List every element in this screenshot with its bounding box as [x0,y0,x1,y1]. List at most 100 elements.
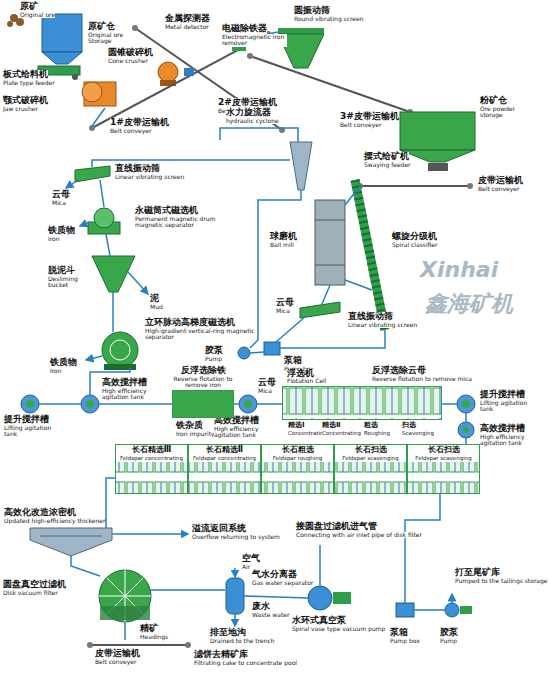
node-text: 浮选机Flotation Cell [287,369,326,385]
label-group: Xinhai [420,258,498,282]
label-group: 精选ⅡConcentrating [322,422,361,436]
english-label: Lifting agitation tank [4,425,60,438]
equipment-label: 胶泵 [440,628,458,638]
label-group: 溢流返回系统Overflow returning to system [192,524,280,540]
english-label: Waste water [252,612,289,619]
english-label: Spiral classifier [392,242,438,249]
english-label: Iron [50,368,62,375]
node-text: 反浮选除铁Reverse flotation to remove iron [163,366,243,389]
english-label: Headings [140,634,168,641]
node-subtitle: Flotation Cell [287,378,326,385]
english-label: Mica [52,200,66,207]
equipment-label: 滤饼去精矿库 [194,650,248,660]
node-title: 浮选机 [287,369,314,379]
equipment-label: 提升搅拌槽 [4,415,49,425]
equipment-label: 原矿仓 [88,22,115,32]
label-group: 废水Waste water [252,602,289,618]
label-group: 铁质物Iron [50,358,77,374]
flotation-bank: 浮选机Flotation Cell [282,386,442,420]
watermark: Xinhai [420,258,498,282]
node-subtitle: Feldspar concentrating [193,455,256,461]
equipment-label: 泵箱 [390,628,408,638]
label-group: 直线振动筛Linear vibrating screen [348,312,417,328]
label-group: 粗选Roughing [364,422,390,436]
english-label: Ore powder storage [480,106,535,119]
english-label: Electromagnetic iron remover [222,34,287,47]
english-label: Pump [440,638,457,645]
node-subtitle: Feldspar scavenging [415,455,471,461]
equipment-label: 提升搅拌槽 [480,390,525,400]
label-group: 粉矿仓Ore powder storage [480,96,535,119]
flotation-band: 长石粗选Feldspar roughing [261,444,334,494]
english-label: Belt conveyer [340,122,381,129]
english-label: High efficiency agitation tank [102,388,170,401]
equipment-label: 直线振动筛 [348,312,393,322]
english-label: Mud [150,304,163,311]
label-group: 板式给料机Plate type feeder [3,70,55,86]
label-group: 提升搅拌槽Lifting agitation tank [480,390,542,413]
english-label: Disk vacuum filter [3,590,58,597]
flotation-band: 长石扫选Feldspar scavenging [334,444,407,494]
label-group: 螺旋分级机Spiral classifier [392,232,438,248]
label-group: 圆盘真空过滤机Disk vacuum filter [3,580,63,596]
label-group: 皮带运输机Belt conveyer [95,649,140,665]
equipment-label: 粉矿仓 [480,96,507,106]
equipment-label: 排至地沟 [210,628,246,638]
flotation-band: 长石扫选Feldspar scavenging [407,444,480,494]
equipment-label: 皮带运输机 [478,176,523,186]
label-group: 金属探测器Metal detector [165,14,210,30]
english-label: Roughing [364,430,390,436]
label-group: 泥Mud [150,294,163,310]
flotation-box: 反浮选除铁Reverse flotation to remove iron [172,390,234,418]
english-label: Pump box [390,638,420,645]
node-text: 长石扫选Feldspar scavenging [408,446,479,461]
node-subtitle: Feldspar scavenging [342,455,398,461]
english-label: High-gradient vertical-ring magnetic sep… [145,328,255,341]
label-group: 高效搅拌槽High efficiency agitation tank [214,416,272,439]
english-label: Updated high-efficiency thickener [4,518,105,525]
label-group: 原矿Original ore [20,2,55,18]
equipment-label: 铁质物 [50,358,77,368]
label-group: 排至地沟Drained to the trench [210,628,275,644]
equipment-label: 永磁筒式磁选机 [135,206,198,216]
equipment-label: 泵箱 [284,356,302,366]
equipment-label: 高效化改造浓密机 [4,508,76,518]
equipment-label: 铁质物 [48,226,75,236]
english-label: High efficiency agitation tank [480,434,542,447]
node-text: 长石精选ⅡFeldspar concentrating [189,446,260,461]
english-label: Pumped to the tailings storage [455,578,548,585]
equipment-label: 金属探测器 [165,14,210,24]
equipment-label: 云母 [52,190,70,200]
english-label: Connecting with air inlet pipe of disk f… [296,532,422,539]
label-group: 1#皮带运输机Belt conveyer [110,118,169,134]
node-subtitle: Feldspar concentrating [120,455,183,461]
equipment-label: 高效搅拌槽 [102,378,147,388]
english-label: Plate type feeder [3,80,55,87]
english-label: Filtrating cake to concentrate pool [194,660,297,667]
equipment-label: 高效搅拌槽 [480,424,525,434]
label-group: 高效化改造浓密机Updated high-efficiency thickene… [4,508,105,524]
node-title: 长石精选Ⅱ [206,446,243,455]
equipment-label: 颚式破碎机 [3,96,48,106]
flotation-band: 长石精选ⅢFeldspar concentrating [115,444,188,494]
equipment-label: 精选Ⅰ [288,422,305,430]
label-group: 高效搅拌槽High efficiency agitation tank [102,378,170,401]
label-group: 球磨机Ball mill [270,232,297,248]
label-group: 立环脉动高梯度磁选机High-gradient vertical-ring ma… [145,318,255,341]
english-label: Lifting agitation tank [480,400,542,413]
equipment-label: 空气 [242,554,260,564]
equipment-label: 废水 [252,602,270,612]
label-group: 铁杂质Iron impurity [176,421,215,437]
equipment-label: 1#皮带运输机 [110,118,169,128]
label-group: 云母Mica [276,298,294,314]
label-group: 水环式真空泵Spiral vase type vacuum pump [292,616,385,632]
english-label: hydraulic cyclone [226,118,279,125]
equipment-label: 摆式给矿机 [364,152,409,162]
equipment-label: 胶泵 [205,346,223,356]
label-group: 直线振动筛Linear vibrating screen [115,164,184,180]
equipment-label: 反浮选除云母 [372,366,426,376]
node-text: 长石扫选Feldspar scavenging [335,446,406,461]
label-group: 提升搅拌槽Lifting agitation tank [4,415,60,438]
equipment-label: 皮带运输机 [95,649,140,659]
english-label: Belt conveyer [95,659,136,666]
